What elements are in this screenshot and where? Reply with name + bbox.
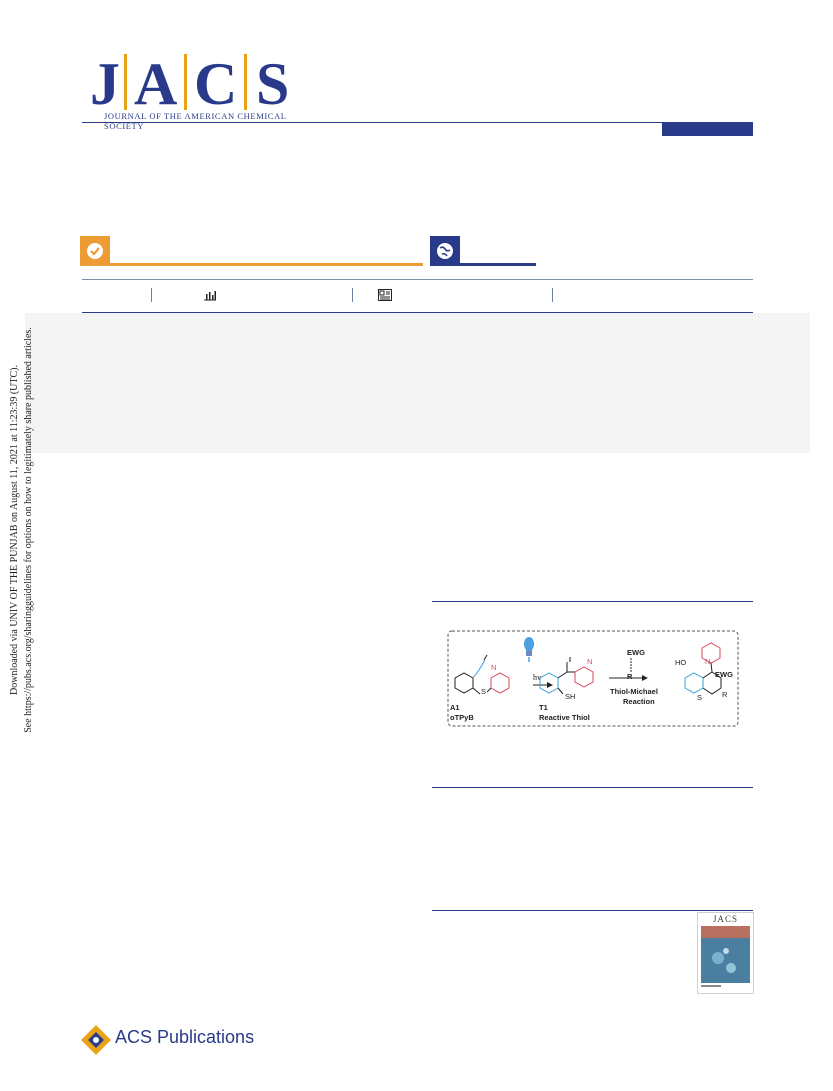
cover-rule bbox=[432, 910, 753, 911]
journal-full-name: JOURNAL OF THE AMERICAN CHEMICAL SOCIETY bbox=[104, 111, 287, 131]
logo-letter-c: C bbox=[194, 51, 238, 117]
metrics-separator bbox=[352, 288, 353, 302]
toc-bottom-rule bbox=[432, 787, 753, 788]
license-badge[interactable] bbox=[430, 236, 460, 266]
check-icon bbox=[80, 236, 110, 276]
metrics-separator bbox=[552, 288, 553, 302]
ewg-label: EWG bbox=[627, 648, 645, 657]
t1-label: T1 bbox=[539, 703, 548, 712]
product-r: R bbox=[722, 690, 728, 699]
logo-divider bbox=[184, 54, 187, 110]
product-nitrogen: N bbox=[705, 657, 711, 666]
journal-logo: J A C S JOURNAL OF THE AMERICAN CHEMICAL… bbox=[82, 48, 322, 131]
article-type-tab bbox=[662, 123, 753, 136]
logo-letter-j: J bbox=[90, 51, 120, 117]
logo-divider bbox=[124, 54, 127, 110]
a1-name: oTPyB bbox=[450, 713, 474, 722]
ho-label: HO bbox=[675, 658, 687, 667]
molecule-a1 bbox=[454, 654, 510, 695]
toc-top-rule bbox=[432, 601, 753, 602]
metrics-separator bbox=[151, 288, 152, 302]
abstract-panel bbox=[25, 313, 810, 453]
journal-cover[interactable]: JACS bbox=[697, 912, 754, 994]
metrics-bar-bottom bbox=[82, 312, 753, 313]
open-access-underline bbox=[110, 263, 423, 266]
download-note-line1: Downloaded via UNIV OF THE PUNJAB on Aug… bbox=[9, 365, 20, 695]
metrics-icon[interactable] bbox=[203, 289, 217, 304]
r-label: R bbox=[627, 672, 633, 681]
article-icon[interactable] bbox=[378, 289, 392, 304]
reaction-line1: Thiol-Michael bbox=[610, 687, 658, 696]
acs-emblem-icon bbox=[81, 1025, 111, 1055]
acs-publications-logo: ACS Publications bbox=[80, 1024, 254, 1056]
download-note: Downloaded via UNIV OF THE PUNJAB on Aug… bbox=[0, 320, 44, 740]
open-access-badge[interactable] bbox=[80, 236, 110, 266]
license-underline bbox=[460, 263, 536, 266]
logo-letter-s: S bbox=[256, 51, 290, 117]
t1-nitrogen: N bbox=[587, 657, 593, 666]
globe-icon bbox=[430, 236, 460, 276]
cover-title: JACS bbox=[712, 914, 738, 924]
reaction-line2: Reaction bbox=[623, 697, 655, 706]
molecule-product bbox=[684, 642, 722, 695]
molecule-t1 bbox=[539, 657, 594, 695]
toc-graphic: hv A1 oTPyB S N T1 Reactive Thiol SH N E… bbox=[447, 630, 739, 727]
a1-sulfur: S bbox=[481, 687, 487, 696]
a1-nitrogen: N bbox=[491, 663, 497, 672]
product-ewg: EWG bbox=[715, 670, 733, 679]
publisher-name: ACS Publications bbox=[115, 1027, 255, 1047]
logo-divider bbox=[244, 54, 247, 110]
hv-label: hv bbox=[533, 673, 541, 682]
metrics-bar-top bbox=[82, 279, 753, 280]
t1-thiol: SH bbox=[565, 692, 576, 701]
a1-label: A1 bbox=[450, 703, 460, 712]
t1-name: Reactive Thiol bbox=[539, 713, 590, 722]
product-sulfur: S bbox=[697, 693, 703, 702]
header-rule bbox=[82, 122, 753, 123]
download-note-line2: See https://pubs.acs.org/sharingguidelin… bbox=[23, 327, 34, 733]
light-icon bbox=[524, 637, 534, 662]
logo-letter-a: A bbox=[134, 51, 178, 117]
